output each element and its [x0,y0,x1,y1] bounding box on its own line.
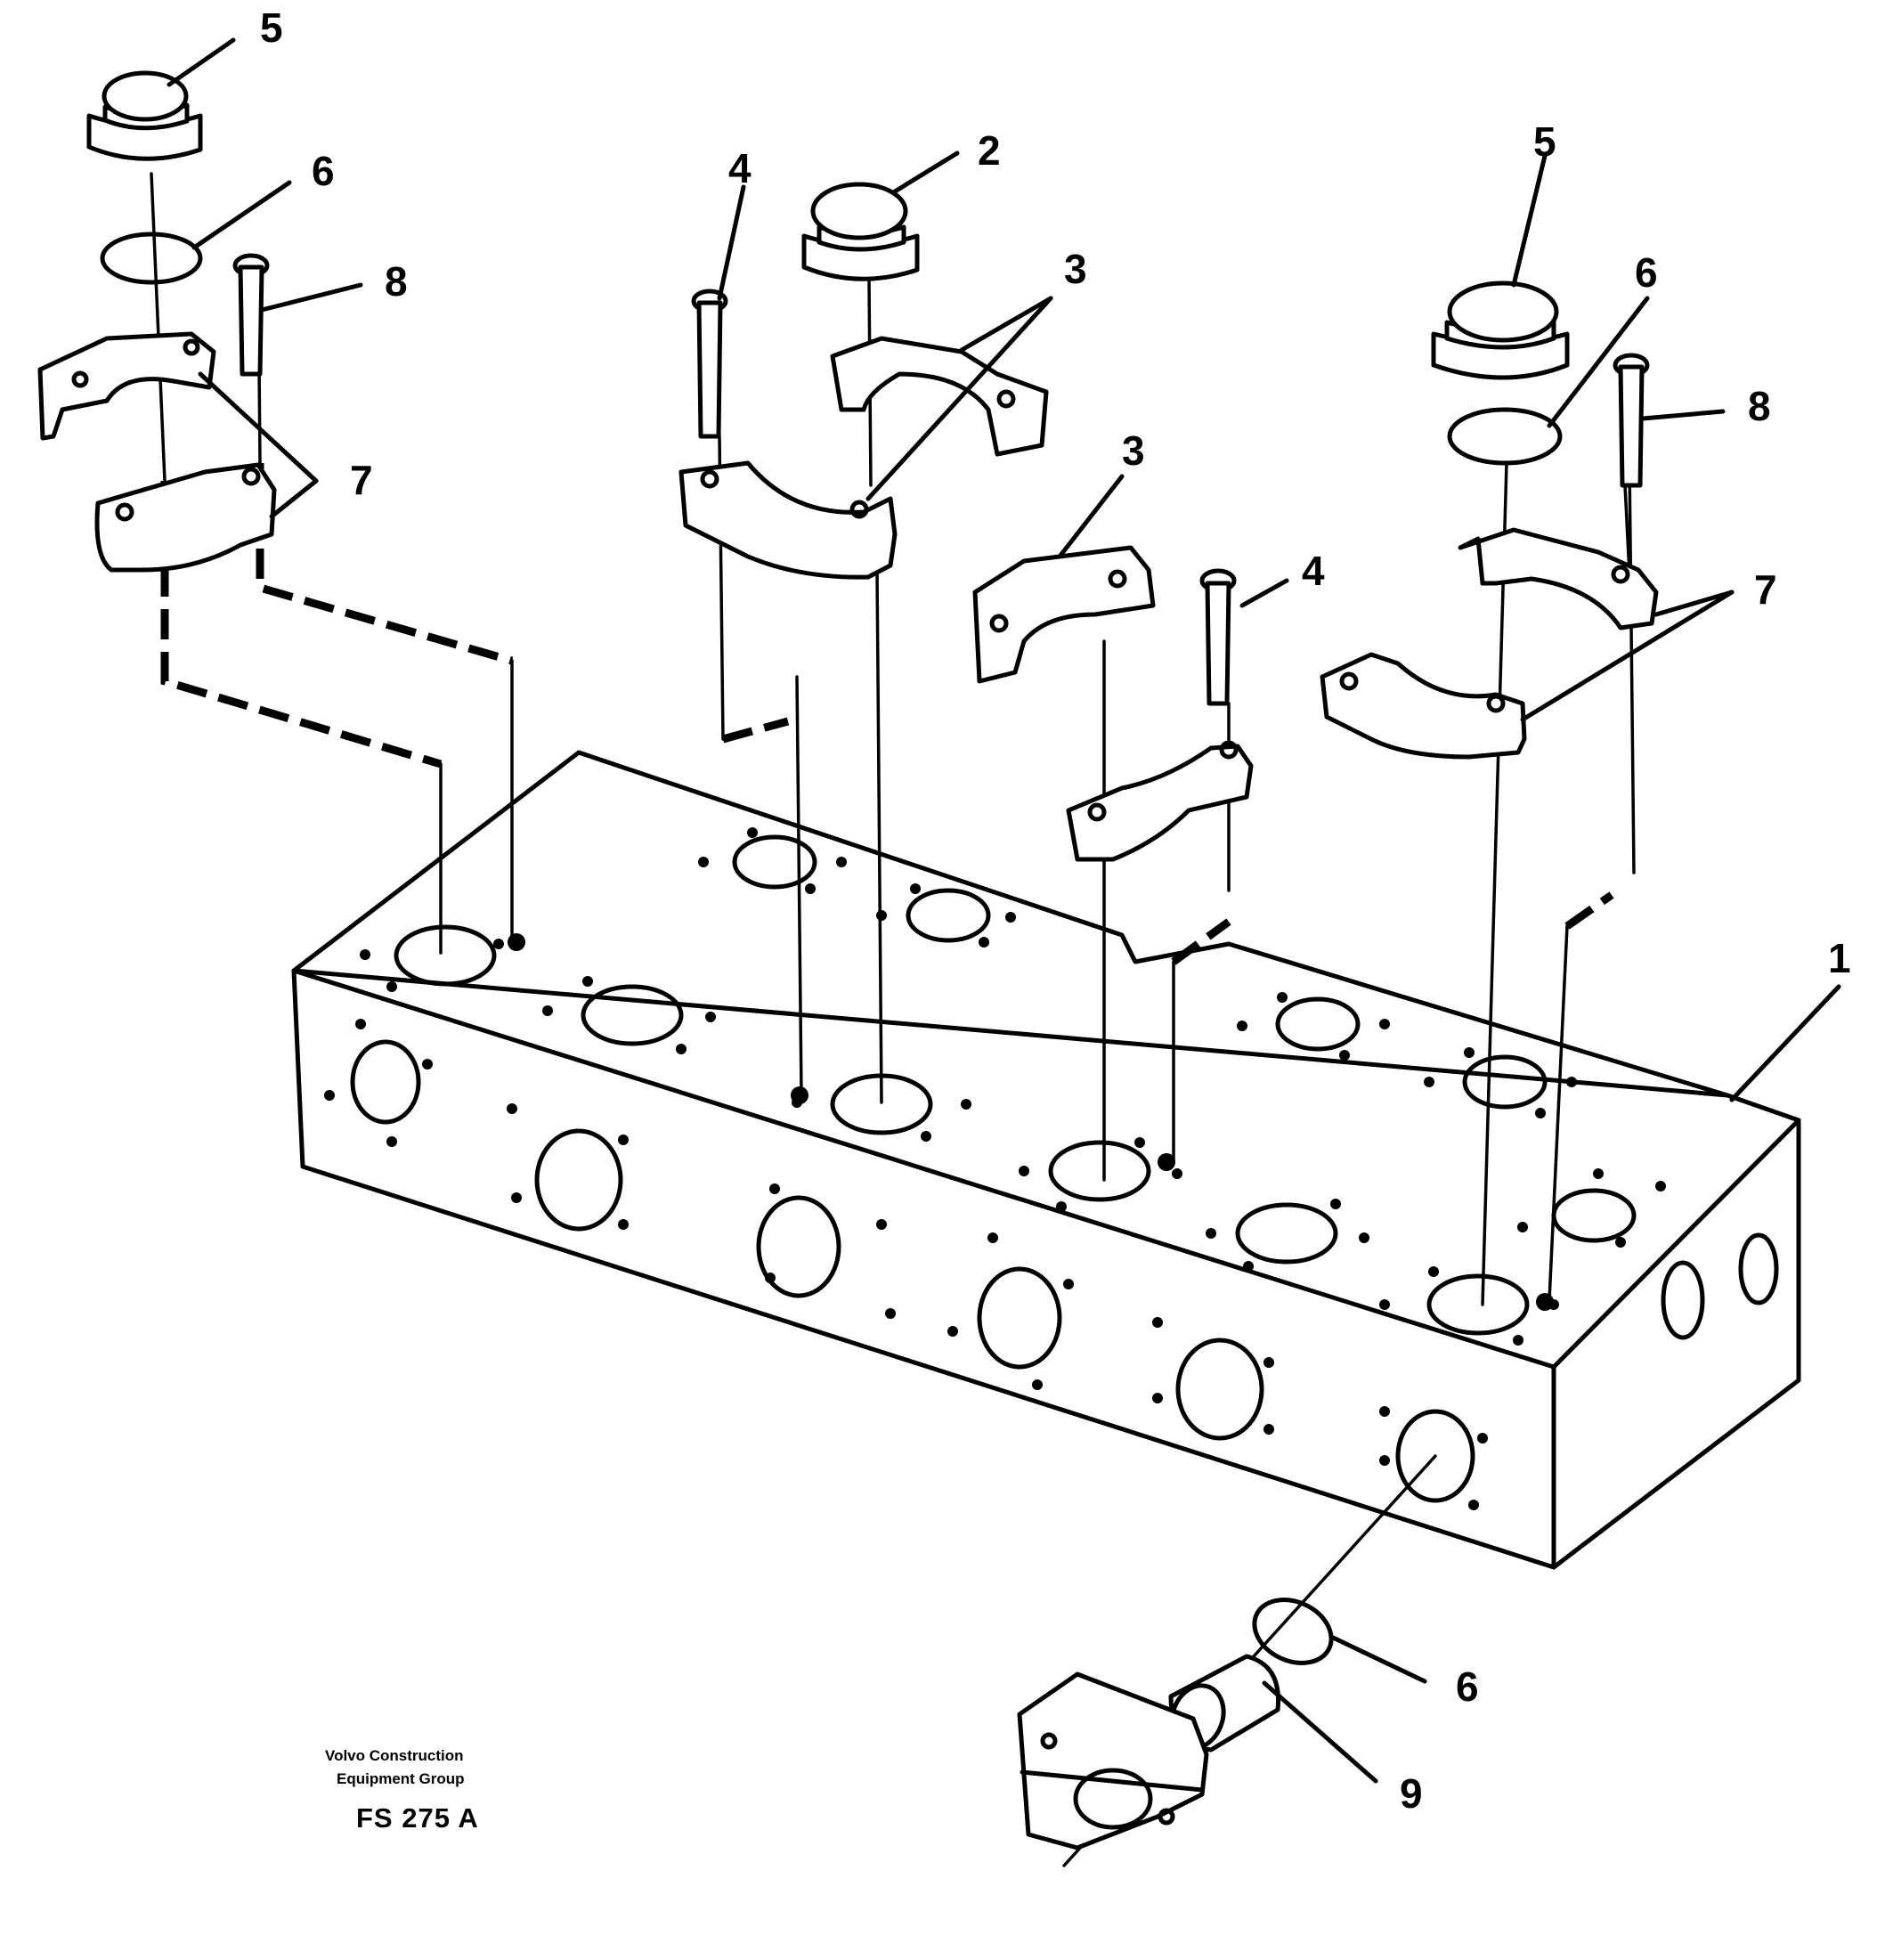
flange-half-middle-upper [830,336,1049,457]
o-ring-right [1447,407,1563,466]
flange-cap-middle [801,182,920,281]
callout-labels: 5 6 8 7 4 2 3 3 4 5 6 8 7 1 6 9 [260,4,1851,1817]
screw-middle-left [691,289,728,439]
callout-5-left: 5 [260,4,283,51]
flange-half-left-upper [37,331,216,441]
screw-left [232,253,270,377]
credit-line-1: Volvo Construction [325,1747,464,1764]
callout-leaders [167,37,1841,1784]
callout-5-right: 5 [1533,118,1556,165]
screw-middle-right [1199,568,1237,706]
callout-7-right: 7 [1754,566,1777,613]
valve-block-body [291,750,1801,1570]
flange-half-center-lower [1066,740,1254,862]
callout-2: 2 [978,127,1001,174]
flange-half-right-lower [1320,652,1527,760]
callout-9: 9 [1400,1770,1423,1817]
o-ring-bottom [1252,1598,1334,1665]
split-flange-bottom [1017,1671,1209,1850]
flange-cap-right [1431,281,1570,380]
callout-7-left: 7 [350,457,373,503]
flange-half-middle-lower [678,460,898,580]
figure-code: FS 275 A [356,1802,479,1834]
credit-line-2: Equipment Group [337,1770,465,1787]
flange-cap-left [86,70,203,161]
callout-4-middle: 4 [728,145,752,191]
callout-6-right: 6 [1635,249,1658,296]
callout-6-bottom: 6 [1456,1663,1479,1710]
callout-3-lower: 3 [1122,427,1145,474]
flange-half-left-lower [94,462,277,573]
flange-half-center-upper [972,545,1156,684]
callout-3-upper: 3 [1064,246,1087,292]
callout-8-left: 8 [385,258,408,305]
screw-right [1613,353,1650,488]
o-ring-left [100,232,203,285]
callout-4-right: 4 [1302,548,1325,594]
callout-1: 1 [1828,935,1851,981]
flange-half-right-upper [1458,527,1659,630]
callout-6-left: 6 [312,148,335,194]
callout-8-right: 8 [1748,383,1771,429]
